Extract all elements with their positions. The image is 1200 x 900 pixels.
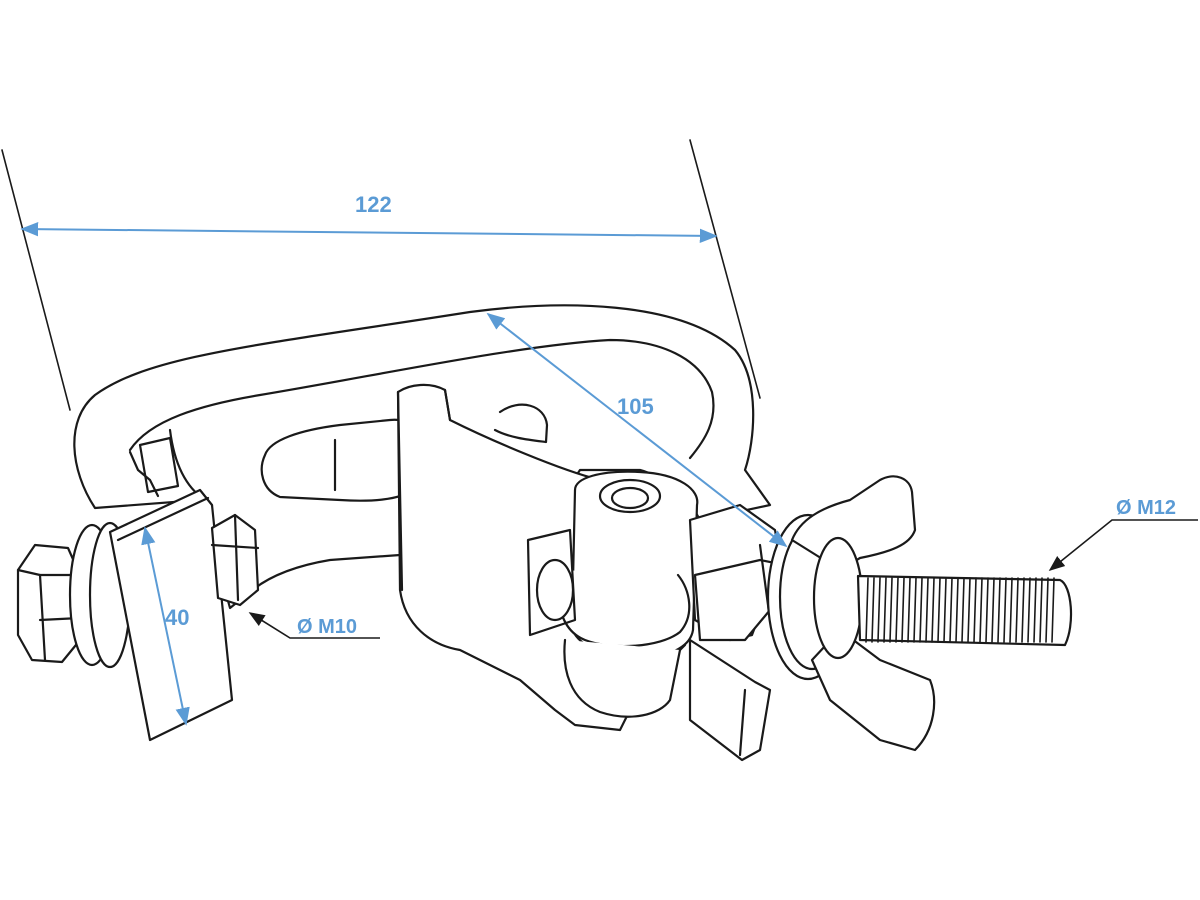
thread-line [889, 577, 893, 643]
thread-line [967, 577, 971, 643]
dimension-width: 122 [20, 192, 718, 244]
thread-line [937, 577, 941, 643]
thread-line [865, 577, 869, 643]
thread-line [901, 577, 905, 643]
dimension-width-label: 122 [355, 192, 392, 217]
thread-line [979, 577, 983, 643]
thread-line [877, 577, 881, 643]
thread-line [883, 577, 887, 643]
thread-line [907, 577, 911, 643]
thread-line [931, 577, 935, 643]
m12-threaded-bolt [856, 574, 1073, 647]
bottom-plate [688, 638, 772, 762]
m10-inner-nut [210, 513, 260, 607]
thread-line [973, 577, 977, 643]
thread-line [1051, 577, 1055, 643]
dimension-depth-label: 105 [617, 394, 654, 419]
dimension-depth: 105 [486, 312, 788, 548]
thread-line [1015, 577, 1019, 643]
thread-line [1003, 577, 1007, 643]
thread-line [919, 577, 923, 643]
wing-nut [790, 475, 936, 752]
thread-line [925, 577, 929, 643]
dimension-pad: 40 [141, 526, 190, 726]
thread-line [1045, 577, 1049, 643]
thread-line [961, 577, 965, 643]
thread-line [997, 577, 1001, 643]
thread-line [1027, 577, 1031, 643]
thread-line [955, 577, 959, 643]
thread-line [991, 577, 995, 643]
thread-line [943, 577, 947, 643]
dimension-pad-label: 40 [165, 605, 189, 630]
thread-line [985, 577, 989, 643]
thread-line [871, 577, 875, 643]
thread-line [1009, 577, 1013, 643]
thread-line [913, 577, 917, 643]
callout-m10: Ø M10 [248, 612, 380, 639]
callout-m10-label: Ø M10 [297, 616, 357, 638]
thread-line [1039, 577, 1043, 643]
thread-line [1033, 577, 1037, 643]
thread-line [895, 577, 899, 643]
thread-line [1021, 577, 1025, 643]
callout-m12: Ø M12 [1048, 497, 1198, 572]
callout-m12-label: Ø M12 [1116, 497, 1176, 519]
thread-line [949, 577, 953, 643]
